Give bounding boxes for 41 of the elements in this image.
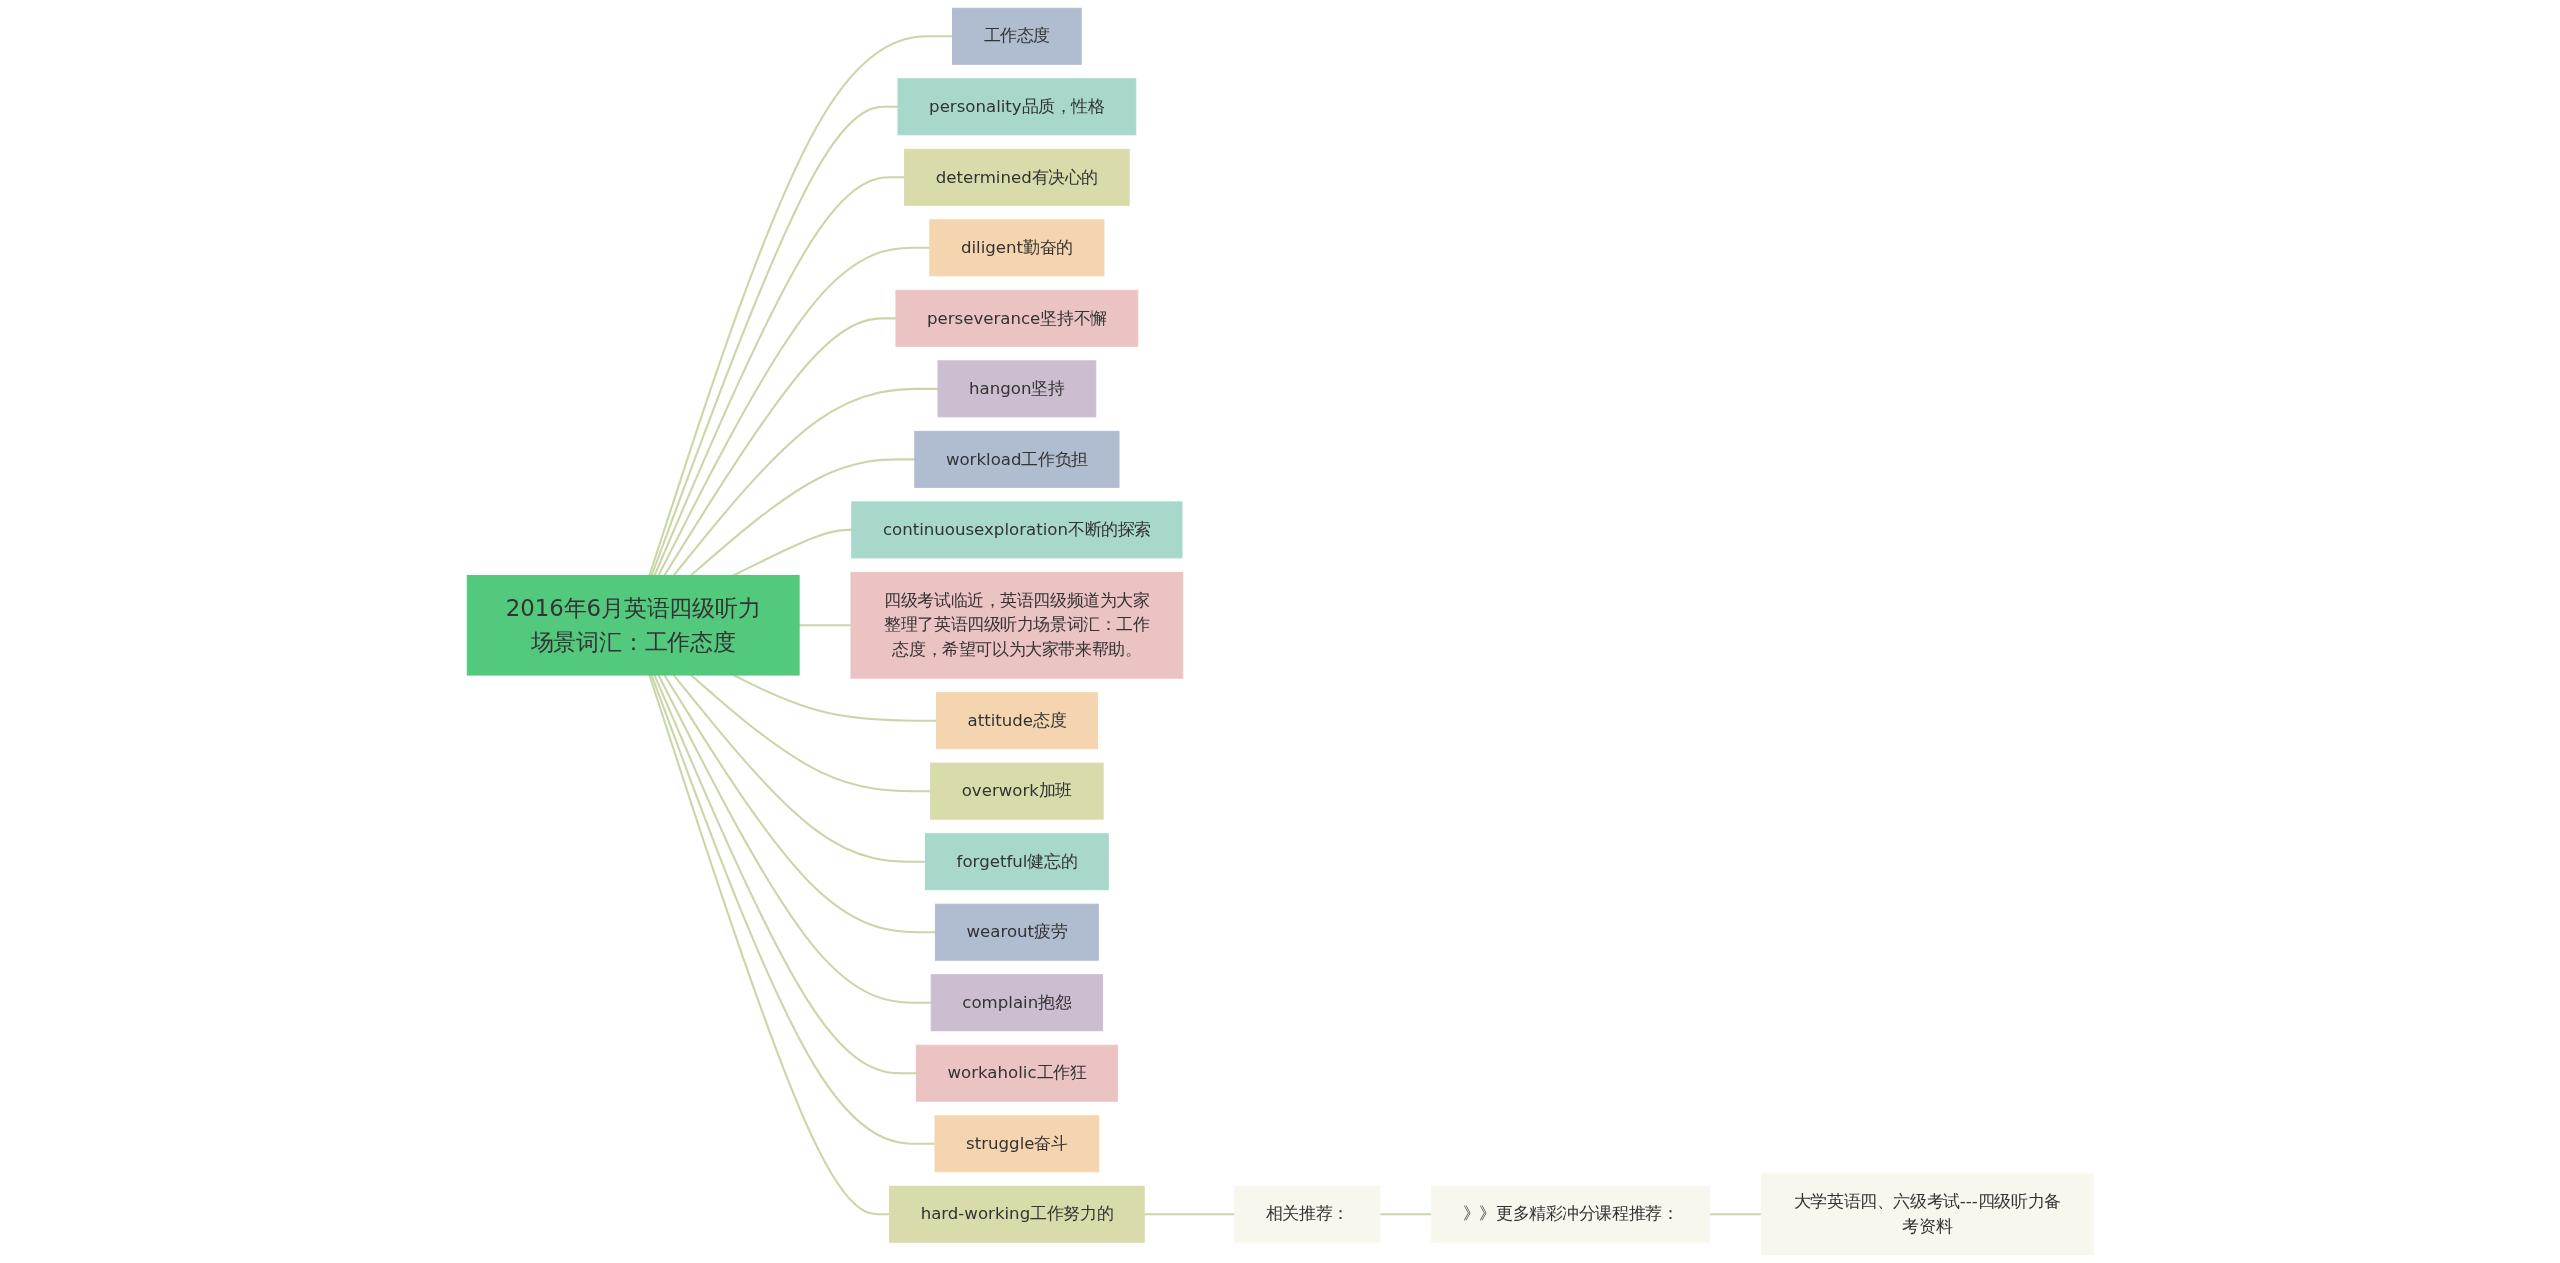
node-box: attitude态度	[935, 692, 1098, 750]
connector	[689, 458, 915, 577]
connector	[798, 624, 851, 627]
node-box: complain抱怨	[930, 974, 1103, 1032]
connector	[653, 176, 905, 576]
connector	[1379, 1213, 1432, 1216]
node-box: personality品质，性格	[897, 78, 1136, 136]
node-box: struggle奋斗	[934, 1115, 1099, 1173]
node-box: 相关推荐：	[1233, 1185, 1381, 1243]
node-box: forgetful健忘的	[924, 833, 1109, 891]
connector	[650, 674, 935, 1145]
node-box: overwork加班	[929, 762, 1104, 820]
node-box: 工作态度	[951, 7, 1082, 65]
connector	[672, 674, 926, 863]
connector	[663, 317, 896, 577]
connector	[689, 674, 931, 793]
node-box: 2016年6月英语四级听力场景词汇：工作态度	[466, 575, 800, 676]
connector	[1143, 1213, 1235, 1216]
connector	[663, 674, 936, 934]
node-box: 大学英语四、六级考试---四级听力备考资料	[1760, 1173, 2094, 1256]
connector	[657, 246, 930, 576]
connector	[732, 528, 852, 577]
connector	[732, 674, 937, 722]
node-box: hangon坚持	[937, 360, 1097, 418]
connector	[672, 387, 938, 577]
node-box: 四级考试临近，英语四级频道为大家整理了英语四级听力场景词汇：工作态度，希望可以为大家带来帮助。	[850, 571, 1184, 679]
node-box: determined有决心的	[903, 148, 1130, 206]
connector	[650, 105, 898, 576]
connector	[657, 674, 931, 1004]
connector	[648, 35, 953, 576]
node-box: diligent勤奋的	[929, 219, 1105, 277]
connector	[1709, 1213, 1762, 1216]
connector	[653, 674, 917, 1075]
node-box: wearout疲劳	[934, 903, 1099, 961]
node-box: continuousexploration不断的探索	[851, 501, 1183, 559]
node-box: 》》更多精彩冲分课程推荐：	[1430, 1185, 1710, 1243]
node-box: workaholic工作狂	[915, 1044, 1118, 1102]
node-box: hard-working工作努力的	[888, 1185, 1145, 1243]
node-box: workload工作负担	[914, 430, 1120, 488]
node-box: perseverance坚持不懈	[895, 289, 1139, 347]
connector	[648, 674, 890, 1216]
